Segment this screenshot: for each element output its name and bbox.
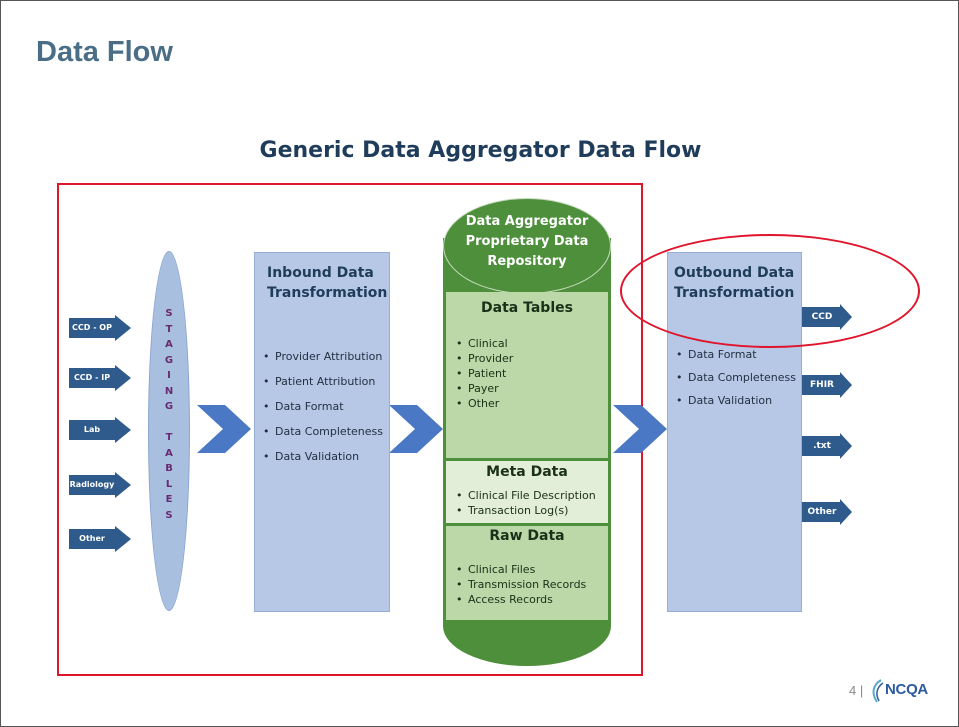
- repository-title-line: Data Aggregator: [465, 214, 589, 229]
- arrow-right-icon: [802, 499, 852, 525]
- page-number: 4 |: [849, 683, 864, 698]
- output-arrow-fhir: FHIR: [802, 372, 852, 398]
- repository-title: Data Aggregator Proprietary Data Reposit…: [443, 212, 611, 272]
- logo-text: NCQA: [885, 681, 928, 698]
- inbound-title: Inbound Data Transformation: [267, 263, 387, 303]
- inbound-title-line: Transformation: [267, 285, 388, 301]
- list-item: Access Records: [456, 592, 606, 607]
- raw-data-panel: Raw Data Clinical Files Transmission Rec…: [446, 526, 608, 620]
- page-number-value: 4: [849, 683, 857, 698]
- output-label: Other: [807, 507, 837, 517]
- inbound-transformation-box: Inbound Data Transformation Provider Att…: [254, 252, 390, 612]
- staging-letter: S: [165, 308, 173, 319]
- staging-letter: [148, 415, 190, 431]
- staging-letter: N: [164, 385, 174, 397]
- meta-data-title: Meta Data: [486, 464, 568, 480]
- arrow-right-icon: [69, 417, 131, 443]
- input-arrow-lab: Lab: [69, 417, 131, 443]
- diagram-title: Generic Data Aggregator Data Flow: [259, 138, 702, 163]
- list-item: Provider: [456, 351, 606, 366]
- arrow-right-icon: [802, 433, 852, 459]
- output-arrow-other: Other: [802, 499, 852, 525]
- arrow-right-icon: [69, 526, 131, 552]
- highlight-ellipse: [620, 234, 920, 348]
- list-item: Data Completeness: [676, 370, 800, 385]
- arrow-right-icon: [69, 365, 131, 391]
- staging-letter: B: [165, 463, 173, 474]
- arrow-right-icon: [69, 472, 131, 498]
- list-item: Transmission Records: [456, 577, 606, 592]
- staging-letter: T: [165, 432, 173, 443]
- repository-cylinder: Data Aggregator Proprietary Data Reposit…: [443, 198, 611, 666]
- list-item: Data Validation: [676, 393, 800, 408]
- cylinder-top: [443, 198, 611, 294]
- input-label: CCD - OP: [72, 323, 112, 332]
- staging-tables-ellipse: [148, 251, 190, 611]
- chevron-right-icon: [197, 405, 251, 453]
- staging-letter: I: [167, 370, 171, 381]
- staging-letter: T: [165, 323, 173, 335]
- input-arrow-ccd-ip: CCD - IP: [69, 365, 131, 391]
- chevron-right-icon: [389, 405, 443, 453]
- staging-letter: G: [164, 401, 174, 412]
- ncqa-logo: NCQA: [869, 677, 953, 705]
- list-item: Clinical Files: [456, 562, 606, 577]
- arrow-right-icon: [69, 315, 131, 341]
- page-title: Data Flow: [36, 36, 173, 68]
- list-item: Clinical: [456, 336, 606, 351]
- staging-letter: G: [164, 354, 174, 366]
- input-arrow-ccd-op: CCD - OP: [69, 315, 131, 341]
- arrow-right-icon: [802, 372, 852, 398]
- chevron-right-icon: [613, 405, 667, 453]
- raw-data-list: Clinical Files Transmission Records Acce…: [456, 562, 606, 607]
- output-label: .txt: [813, 441, 831, 451]
- list-item: Transaction Log(s): [456, 503, 606, 518]
- staging-letter: L: [165, 478, 173, 490]
- staging-letter: S: [165, 509, 173, 521]
- input-arrow-radiology: Radiology: [69, 472, 131, 498]
- input-label: CCD - IP: [73, 373, 111, 382]
- arrow-right-icon: [802, 304, 852, 330]
- list-item: Clinical File Description: [456, 488, 606, 503]
- output-arrow-ccd: CCD: [802, 304, 852, 330]
- output-label: FHIR: [810, 380, 834, 390]
- inbound-list: Provider Attribution Patient Attribution…: [263, 349, 387, 474]
- repository-title-line: Proprietary Data: [465, 234, 589, 249]
- input-label: Other: [79, 534, 105, 543]
- list-item: Data Completeness: [263, 424, 387, 439]
- staging-letter: A: [165, 339, 173, 350]
- list-item: Data Validation: [263, 449, 387, 464]
- outbound-list: Data Format Data Completeness Data Valid…: [676, 347, 800, 416]
- list-item: Data Format: [676, 347, 800, 362]
- repository-title-line: Repository: [487, 254, 567, 269]
- raw-data-title: Raw Data: [489, 528, 565, 544]
- list-item: Provider Attribution: [263, 349, 387, 364]
- data-tables-list: Clinical Provider Patient Payer Other: [456, 336, 606, 411]
- input-label: Lab: [83, 425, 101, 434]
- list-item: Data Format: [263, 399, 387, 414]
- input-arrow-other: Other: [69, 526, 131, 552]
- meta-data-panel: Meta Data Clinical File Description Tran…: [446, 461, 608, 523]
- list-item: Patient Attribution: [263, 374, 387, 389]
- output-arrow-txt: .txt: [802, 433, 852, 459]
- output-label: CCD: [811, 312, 833, 322]
- input-label: Radiology: [69, 480, 115, 489]
- list-item: Payer: [456, 381, 606, 396]
- staging-letter: E: [165, 494, 173, 505]
- meta-data-list: Clinical File Description Transaction Lo…: [456, 488, 606, 518]
- data-tables-title: Data Tables: [481, 300, 573, 316]
- list-item: Other: [456, 396, 606, 411]
- staging-letter: A: [165, 447, 173, 459]
- ncqa-swoosh-icon: [872, 679, 884, 703]
- staging-tables-label: S T A G I N G T A B L E S: [148, 306, 190, 523]
- inbound-title-line: Inbound Data: [267, 265, 374, 281]
- list-item: Patient: [456, 366, 606, 381]
- data-tables-panel: Data Tables Clinical Provider Patient Pa…: [446, 292, 608, 458]
